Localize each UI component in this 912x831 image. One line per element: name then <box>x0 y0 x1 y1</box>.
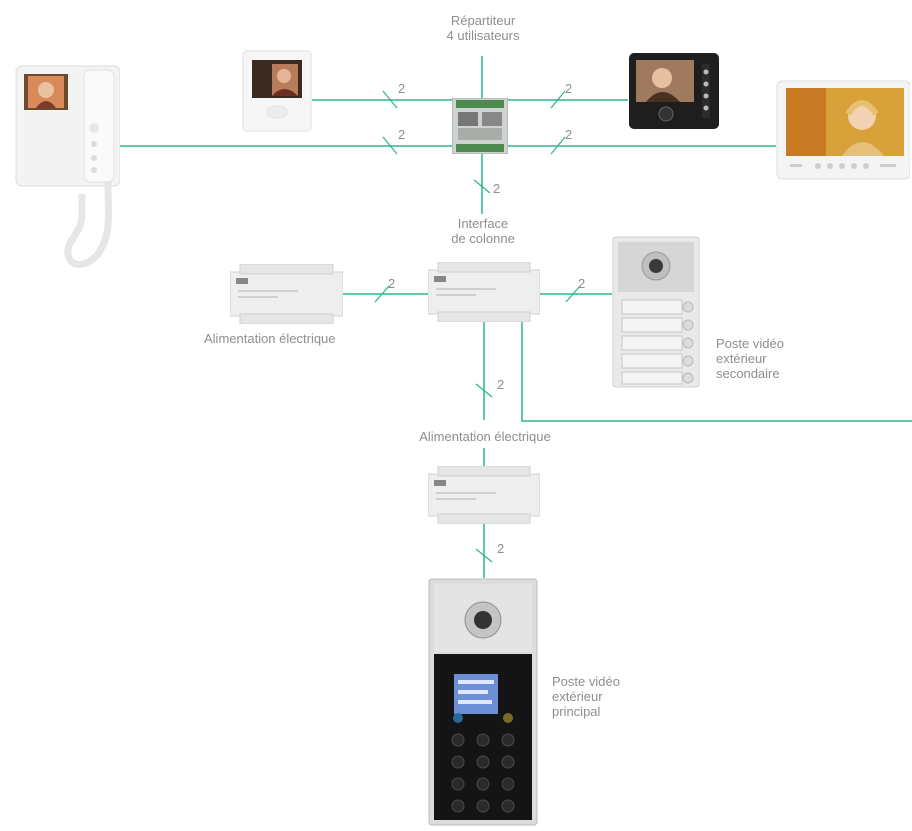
wire-tick <box>382 136 398 155</box>
interface-label-line1: Interface <box>457 216 509 231</box>
door-panel-icon <box>612 236 700 388</box>
wire-interface-riser <box>521 322 912 422</box>
poste-secondaire-line1: Poste vidéo <box>716 336 784 351</box>
poste-principal-line3: principal <box>552 704 601 719</box>
din-rail-module-icon <box>229 263 344 325</box>
wire-count: 2 <box>565 127 572 142</box>
din-rail-module-icon <box>451 97 509 155</box>
repartiteur-label: Répartiteur 4 utilisateurs <box>413 13 553 43</box>
wire-count: 2 <box>565 81 572 96</box>
poste-secondaire-label: Poste vidéo extérieur secondaire <box>716 336 784 381</box>
door-panel-icon <box>428 578 538 826</box>
poste-secondaire-line2: extérieur <box>716 351 767 366</box>
poste-principal-label: Poste vidéo extérieur principal <box>552 674 620 719</box>
wire-count: 2 <box>398 81 405 96</box>
alim-left-label: Alimentation électrique <box>204 331 336 346</box>
repartiteur-label-line2: 4 utilisateurs <box>446 28 520 43</box>
interface-label: Interface de colonne <box>413 216 553 246</box>
wire-tick <box>550 136 566 155</box>
black-video-monitor-icon <box>628 52 720 130</box>
interface-label-line2: de colonne <box>451 231 515 246</box>
wide-video-monitor-icon <box>776 80 911 180</box>
wire-count: 2 <box>497 377 504 392</box>
din-rail-module-icon <box>427 261 541 323</box>
wire-count: 2 <box>398 127 405 142</box>
handset-video-monitor-icon <box>12 64 121 270</box>
wire-count: 2 <box>497 541 504 556</box>
poste-principal-line1: Poste vidéo <box>552 674 620 689</box>
wire-tick <box>475 383 493 398</box>
compact-video-monitor-icon <box>242 50 312 132</box>
repartiteur-label-line1: Répartiteur <box>450 13 516 28</box>
poste-principal-line2: extérieur <box>552 689 603 704</box>
alim-center-label: Alimentation électrique <box>419 429 551 444</box>
wire-count: 2 <box>388 276 395 291</box>
wire-count: 2 <box>578 276 585 291</box>
wire-tick <box>374 285 390 303</box>
wire-tick <box>382 90 398 109</box>
wire-count: 2 <box>493 181 500 196</box>
wire-tick <box>550 90 566 109</box>
poste-secondaire-line3: secondaire <box>716 366 780 381</box>
wire-tick <box>475 548 493 563</box>
din-rail-module-icon <box>427 465 541 525</box>
wire-tick <box>565 285 581 303</box>
wire-tick <box>473 179 491 194</box>
